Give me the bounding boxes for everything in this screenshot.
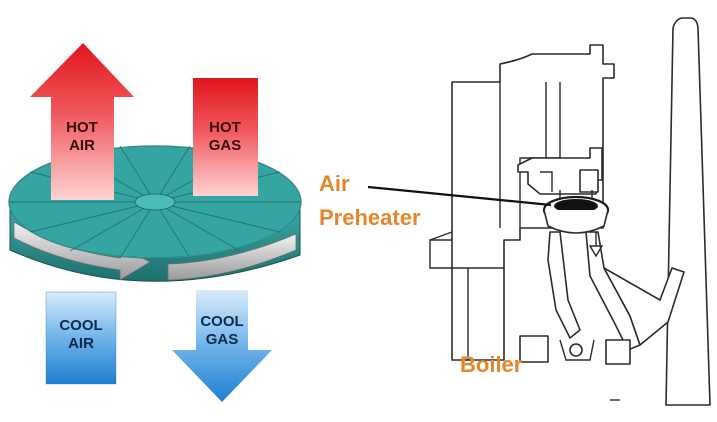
cool-air-label-line1: COOL xyxy=(59,317,102,334)
preheater-leader-line xyxy=(367,185,552,207)
hot-air-label-line1: HOT xyxy=(66,119,98,136)
cool-air-arrow: COOL AIR xyxy=(45,291,117,385)
air-preheater-label-line2: Preheater xyxy=(319,205,421,230)
gas-duct-to-stack xyxy=(603,267,685,346)
cool-air-label-line2: AIR xyxy=(68,335,94,352)
cool-gas-label-line1: COOL xyxy=(200,313,243,330)
boiler-label: Boiler xyxy=(460,352,523,377)
hot-air-label-line2: AIR xyxy=(69,137,95,154)
air-duct-down xyxy=(547,231,581,339)
air-preheater-label-line1: Air xyxy=(319,171,350,196)
hot-gas-arrow: HOT GAS xyxy=(193,78,258,196)
hot-gas-label-line2: GAS xyxy=(209,137,242,154)
rotor-diagram: COOL AIR COOL GAS xyxy=(8,43,302,402)
boiler-base xyxy=(519,335,549,363)
cool-gas-arrow: COOL GAS xyxy=(172,290,272,402)
boiler-diagram xyxy=(367,17,711,406)
cool-gas-label-line2: GAS xyxy=(206,331,239,348)
air-preheater-unit xyxy=(542,190,610,234)
chimney-stack xyxy=(665,17,711,406)
hot-gas-label-line1: HOT xyxy=(209,119,241,136)
hot-air-arrow: HOT AIR xyxy=(30,43,134,200)
